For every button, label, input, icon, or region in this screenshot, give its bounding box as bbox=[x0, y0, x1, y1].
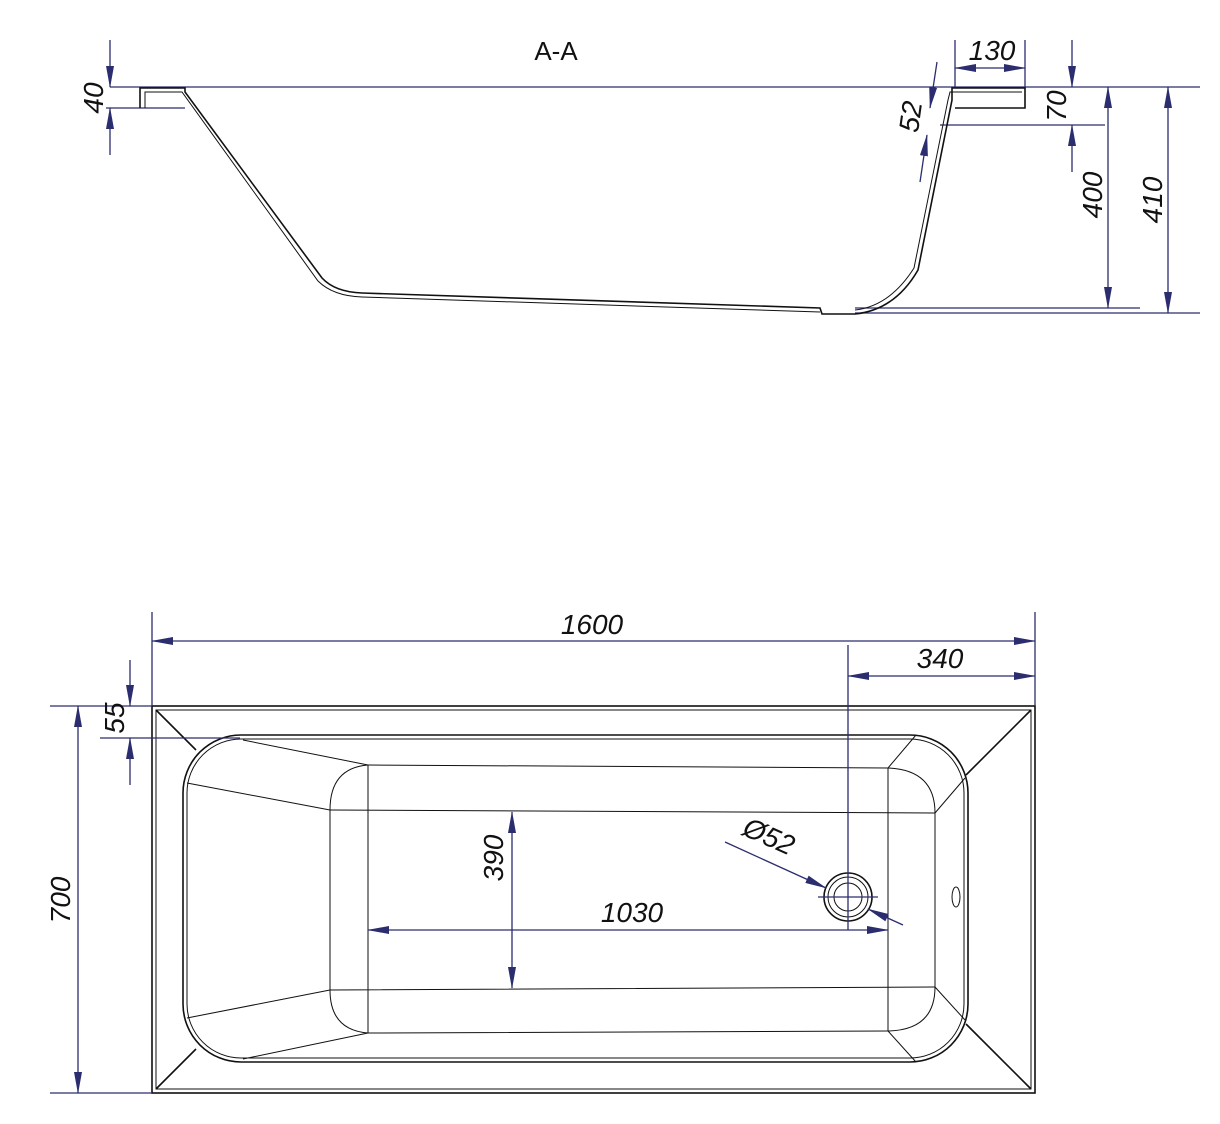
bottom-long-edges bbox=[367, 764, 889, 1034]
backrest-line-top bbox=[242, 739, 369, 766]
dim-drain-offset: 340 bbox=[917, 643, 964, 674]
backrest-edge-top bbox=[186, 782, 331, 811]
dim-wall: 52 bbox=[893, 99, 928, 135]
dim-length: 1600 bbox=[561, 609, 624, 640]
bottom-corner-lines bbox=[887, 734, 966, 1063]
plan-view: 1600 340 55 700 390 1030 Ø52 bbox=[45, 609, 1036, 1094]
bottom-right-curve bbox=[887, 767, 936, 1032]
dim-rim-height: 40 bbox=[78, 82, 109, 114]
dim-52-arrow-top bbox=[929, 61, 938, 109]
dim-rim-width: 130 bbox=[969, 35, 1016, 66]
dim-total-depth: 410 bbox=[1137, 176, 1168, 223]
backrest-edge-bottom bbox=[186, 989, 331, 1019]
dim-drain-arrow-2 bbox=[867, 908, 904, 926]
corner-line-br bbox=[965, 1023, 1032, 1090]
dim-drain-arrow-1 bbox=[724, 841, 827, 889]
dim-bottom-width: 390 bbox=[478, 834, 509, 881]
section-view: A-A 40 130 52 70 400 410 bbox=[78, 35, 1200, 315]
bottom-flat-edges bbox=[329, 809, 936, 991]
dim-drain-diameter: Ø52 bbox=[737, 811, 799, 861]
tub-basin-edge bbox=[182, 734, 969, 1063]
tub-outer-rim bbox=[151, 705, 1036, 1094]
corner-line-tr bbox=[965, 709, 1032, 776]
tub-profile-outer bbox=[139, 87, 1026, 315]
dim-width: 700 bbox=[45, 876, 76, 923]
dim-rim-offset: 55 bbox=[99, 702, 130, 734]
dim-rim-depth: 70 bbox=[1041, 90, 1072, 122]
dim-bottom-length: 1030 bbox=[601, 897, 664, 928]
bottom-left-curve bbox=[329, 764, 369, 1034]
corner-line-tl bbox=[155, 709, 197, 751]
tub-outer-rim-inner bbox=[155, 709, 1032, 1090]
corner-line-bl bbox=[155, 1048, 197, 1090]
dim-inner-depth: 400 bbox=[1077, 171, 1108, 218]
dim-52-arrow-bottom bbox=[919, 134, 928, 183]
section-title: A-A bbox=[534, 36, 578, 66]
overflow-hole bbox=[951, 886, 961, 908]
backrest-line-bottom bbox=[242, 1032, 369, 1060]
tub-basin-edge-inner bbox=[186, 738, 965, 1059]
tub-profile-inner bbox=[144, 91, 1022, 313]
